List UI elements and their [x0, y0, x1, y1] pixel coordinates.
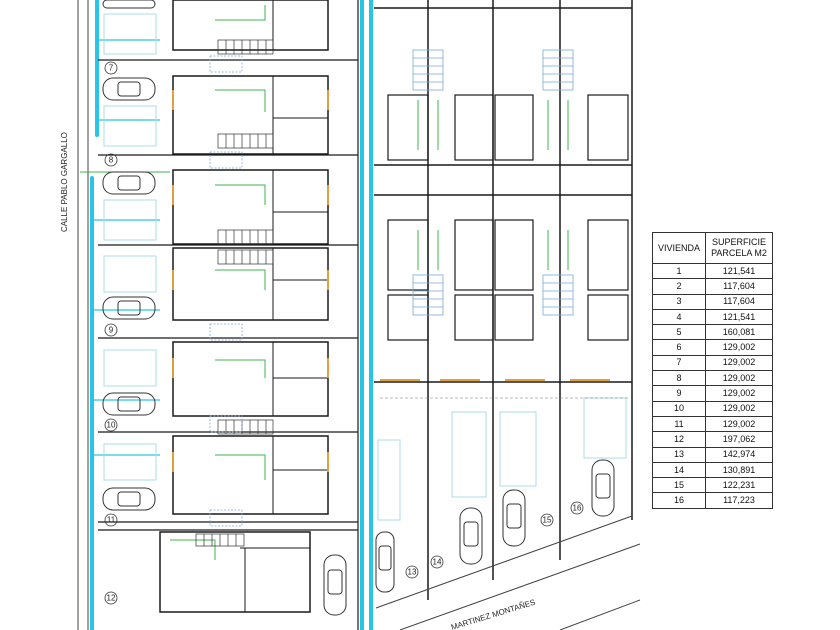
header-vivienda: VIVIENDA — [652, 232, 706, 264]
house-number-labels: 7 8 9 10 11 12 13 14 15 16 — [107, 64, 582, 603]
superficie-cell: 117,604 — [705, 293, 773, 310]
superficie-cell: 129,002 — [705, 354, 773, 372]
vivienda-cell: 5 — [652, 324, 706, 341]
house-number-8: 8 — [109, 156, 114, 165]
header-superficie: SUPERFICIE PARCELA M2 — [705, 232, 773, 264]
left-street-boundary — [77, 0, 89, 630]
vivienda-cell: 14 — [652, 461, 706, 479]
house-number-14: 14 — [433, 558, 442, 567]
left-parking-areas — [103, 13, 157, 481]
superficie-cell: 129,002 — [705, 415, 773, 433]
left-cars — [102, 0, 156, 511]
superficie-cell: 130,891 — [705, 461, 773, 479]
house-number-15: 15 — [543, 516, 552, 525]
superficie-cell: 129,002 — [705, 385, 773, 402]
left-row-plots — [98, 0, 359, 630]
superficie-cell: 129,002 — [705, 400, 773, 417]
house-number-16: 16 — [573, 504, 582, 513]
left-row-stairs — [195, 39, 274, 547]
superficie-cell: 197,062 — [705, 431, 773, 448]
vivienda-cell: 9 — [652, 385, 706, 402]
bottom-street-label: MARTINEZ MONTAÑES — [450, 598, 537, 630]
superficie-cell: 121,541 — [705, 308, 773, 326]
superficie-cell: 121,541 — [705, 262, 773, 280]
vivienda-cell: 13 — [652, 446, 706, 463]
house-number-10: 10 — [107, 421, 116, 430]
house-number-12: 12 — [107, 594, 116, 603]
superficie-cell: 160,081 — [705, 324, 773, 341]
vivienda-cell: 12 — [652, 431, 706, 448]
superficie-cell: 142,974 — [705, 446, 773, 463]
water-branches — [92, 39, 160, 456]
windows — [172, 90, 610, 472]
house-number-11: 11 — [107, 516, 116, 525]
table-header-row: VIVIENDA SUPERFICIE PARCELA M2 — [652, 232, 773, 264]
left-row-interior-walls — [240, 0, 328, 612]
right-block-stairs — [412, 49, 574, 316]
vivienda-cell: 16 — [652, 492, 706, 509]
superficie-cell: 117,604 — [705, 278, 773, 295]
water-lines — [90, 0, 373, 630]
green-interior-lines — [80, 5, 266, 560]
house-number-13: 13 — [408, 568, 417, 577]
right-lower-plots — [377, 397, 627, 521]
vivienda-cell: 4 — [652, 308, 706, 326]
vivienda-cell: 1 — [652, 262, 706, 280]
vivienda-cell: 6 — [652, 339, 706, 356]
vivienda-cell: 11 — [652, 415, 706, 433]
vivienda-cell: 8 — [652, 370, 706, 387]
left-street-label: CALLE PABLO GARGALLO — [60, 132, 69, 232]
vivienda-cell: 2 — [652, 278, 706, 295]
superficie-cell: 117,223 — [705, 492, 773, 509]
vivienda-cell: 7 — [652, 354, 706, 372]
right-green-lines — [417, 100, 569, 270]
superficie-cell: 122,231 — [705, 477, 773, 494]
header-superficie-line1: SUPERFICIE — [711, 237, 766, 247]
bottom-street-edges — [375, 515, 641, 630]
superficie-cell: 129,002 — [705, 339, 773, 356]
superficie-cell: 129,002 — [705, 370, 773, 387]
left-row-houses — [159, 0, 329, 613]
house-number-circles — [104, 61, 584, 605]
left-row-blue-hatches — [209, 55, 243, 527]
right-cars — [323, 459, 615, 616]
right-block-rooms — [387, 94, 629, 341]
vivienda-cell: 10 — [652, 400, 706, 417]
vivienda-cell: 15 — [652, 477, 706, 494]
house-number-7: 7 — [109, 64, 114, 73]
header-superficie-line2: PARCELA M2 — [711, 248, 767, 258]
house-number-9: 9 — [109, 326, 114, 335]
vivienda-cell: 3 — [652, 293, 706, 310]
